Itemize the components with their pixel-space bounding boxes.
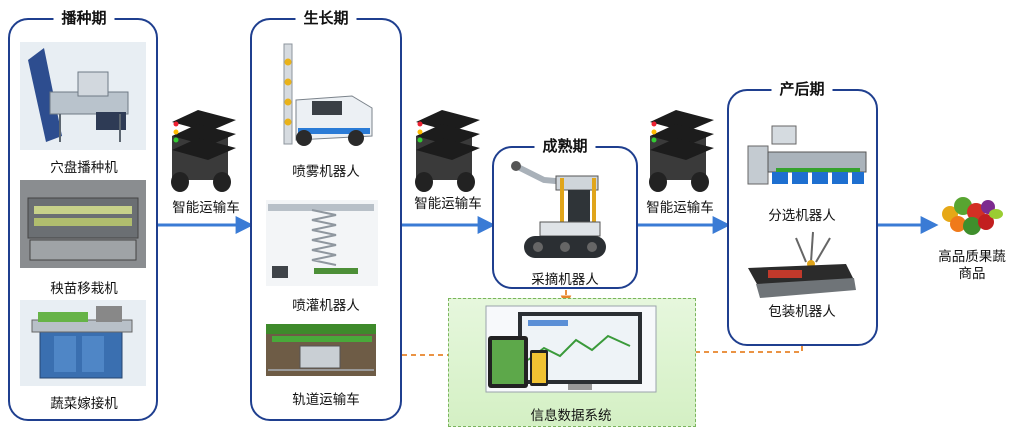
item-vegetable-grafter: 蔬菜嫁接机 — [50, 396, 118, 412]
item-tray-seeder: 穴盘播种机 — [50, 160, 118, 176]
phase-mature-title: 成熟期 — [534, 136, 596, 156]
item-rail-transport: 轨道运输车 — [292, 392, 360, 408]
transport-label-2: 智能运输车 — [414, 196, 482, 212]
dashed-post-to-info — [657, 346, 803, 358]
output-label-line2: 商品 — [958, 266, 986, 282]
item-seedling-transplanter: 秧苗移栽机 — [50, 281, 118, 297]
item-irrigation-robot: 喷灌机器人 — [292, 298, 360, 314]
phase-post — [727, 89, 878, 346]
phase-sowing-title: 播种期 — [53, 8, 115, 28]
transport-label-1: 智能运输车 — [172, 200, 240, 216]
info-system-label: 信息数据系统 — [530, 408, 612, 424]
item-spray-robot: 喷雾机器人 — [292, 164, 360, 180]
phase-growth-title: 生长期 — [295, 8, 357, 28]
item-sorting-robot: 分选机器人 — [768, 208, 836, 224]
output-label-line1: 高品质果蔬 — [938, 249, 1006, 265]
transport-label-3: 智能运输车 — [646, 200, 714, 216]
phase-post-title: 产后期 — [771, 79, 833, 99]
item-picking-robot: 采摘机器人 — [531, 272, 599, 288]
item-packing-robot: 包装机器人 — [768, 304, 836, 320]
